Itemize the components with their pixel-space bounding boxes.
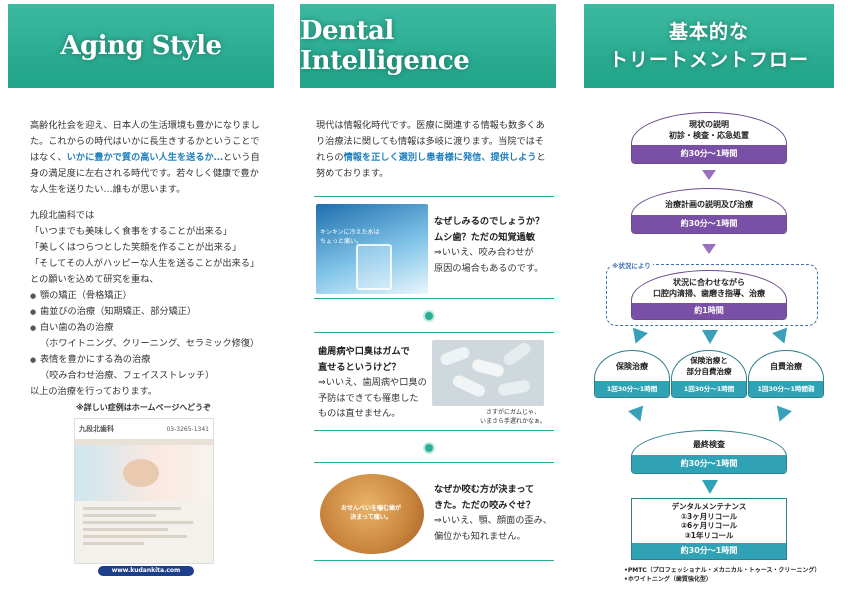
flow-arrow xyxy=(702,244,716,254)
rice-cracker-caption: おせんべいを噛む歯が 決まって痛い。 xyxy=(340,505,401,521)
option-private: 自費治療 1回30分〜1時間弱 xyxy=(748,350,824,398)
list-item: 表情を豊かにする為の治療（咬み合わせ治療、フェイスストレッチ） xyxy=(30,352,270,384)
flow-arrow xyxy=(772,327,792,347)
aging-style-title: Aging Style xyxy=(60,31,222,61)
homepage-note: ※詳しい症例はホームページへどうぞ xyxy=(76,403,211,412)
flow-arrow xyxy=(702,170,716,180)
divider-dot xyxy=(425,444,433,452)
flow-arrow xyxy=(702,330,718,344)
dental-intelligence-panel: Dental Intelligence 現代は情報化時代です。医療に関連する情報… xyxy=(300,0,556,599)
aging-style-panel: Aging Style 高齢化社会を迎え、日本人の生活環境も豊かになりまし た。… xyxy=(8,0,274,599)
list-item: 白い歯の為の治療（ホワイトニング、クリーニング、セラミック修復） xyxy=(30,320,270,352)
website-screenshot: 九段北歯科 03-3265-1341 xyxy=(74,418,214,564)
treatment-flow-title: 基本的な トリートメントフロー xyxy=(608,21,809,71)
treatment-flow-banner: 基本的な トリートメントフロー xyxy=(584,4,834,88)
treatment-flow-panel: 基本的な トリートメントフロー 現状の説明 初診・検査・応急処置 約30分〜1時… xyxy=(584,0,834,599)
divider-dot xyxy=(425,312,433,320)
web-clinic-name: 九段北歯科 xyxy=(79,425,114,433)
flow-arrow xyxy=(702,480,718,494)
gum-qa: 歯周病や口臭はガムで 直せるというけど？ ⇒いいえ、歯周病や口臭の 予防はできて… xyxy=(318,346,427,419)
bite-qa: なぜか咬む方が決まって きた。ただの咬みぐせ？ ⇒いいえ、顎、顔面の歪み、 偏位… xyxy=(434,484,552,542)
flow-step-initial: 現状の説明 初診・検査・応急処置 約30分〜1時間 xyxy=(631,112,787,164)
aging-intro: 高齢化社会を迎え、日本人の生活環境も豊かになりまし た。これからの時代はいかに長… xyxy=(30,120,260,195)
web-hero-image xyxy=(75,445,213,501)
aging-style-banner: Aging Style xyxy=(8,4,274,88)
web-phone: 03-3265-1341 xyxy=(166,425,209,433)
ice-water-photo xyxy=(316,204,428,294)
flow-step-plan: 治療計画の説明及び治療 約30分〜1時間 xyxy=(631,188,787,234)
dental-intelligence-banner: Dental Intelligence xyxy=(300,4,556,88)
flow-arrow xyxy=(628,405,648,425)
situation-label: ※状況により xyxy=(610,260,653,270)
option-mixed: 保険治療と 部分自費治療 1回30分〜1時間 xyxy=(671,350,747,398)
flow-arrow xyxy=(628,327,648,347)
ice-water-caption: キンキンに冷えた水は ちょっと痛い。 xyxy=(320,229,380,245)
dental-intelligence-title: Dental Intelligence xyxy=(300,16,470,76)
option-insurance: 保険治療 1回30分〜1時間 xyxy=(594,350,670,398)
flow-step-maintenance: デンタルメンテナンス ①3ヶ月リコール ②6ヶ月リコール ③1年リコール 約30… xyxy=(631,498,787,560)
maintenance-notes: •PMTC（プロフェッショナル・メカニカル・トゥース・クリーニング） •ホワイト… xyxy=(624,567,821,583)
aging-wishes: 九段北歯科では 「いつまでも美味しく食事をすることが出来る」 「美しくはつらつと… xyxy=(30,208,270,400)
situation-frame xyxy=(606,264,818,326)
dental-intro: 現代は情報化時代です。医療に関連する情報も数多くあ り治療法に関しても情報は多岐… xyxy=(316,120,546,179)
sensitivity-qa: なぜしみるのでしょうか？ ムシ歯？ただの知覚過敏 ⇒いいえ、咬み合わせが 原因の… xyxy=(434,216,545,274)
flow-arrow xyxy=(772,405,792,425)
website-url-link[interactable]: www.kudankita.com xyxy=(98,566,194,576)
rice-cracker-photo xyxy=(316,468,428,558)
treatment-list: 顎の矯正（骨格矯正） 歯並びの治療（知期矯正、部分矯正） 白い歯の為の治療（ホワ… xyxy=(30,288,270,384)
gum-caption: さすがにガムじゃ、 いまさら手遅れかなぁ。 xyxy=(480,409,546,425)
flow-step-final-exam: 最終検査 約30分〜1時間 xyxy=(631,430,787,474)
list-item: 顎の矯正（骨格矯正） xyxy=(30,288,270,304)
flow-step-hygiene: 状況に合わせながら 口腔内清掃、歯磨き指導、治療 約1時間 xyxy=(631,270,787,320)
list-item: 歯並びの治療（知期矯正、部分矯正） xyxy=(30,304,270,320)
chewing-gum-photo xyxy=(432,340,544,406)
